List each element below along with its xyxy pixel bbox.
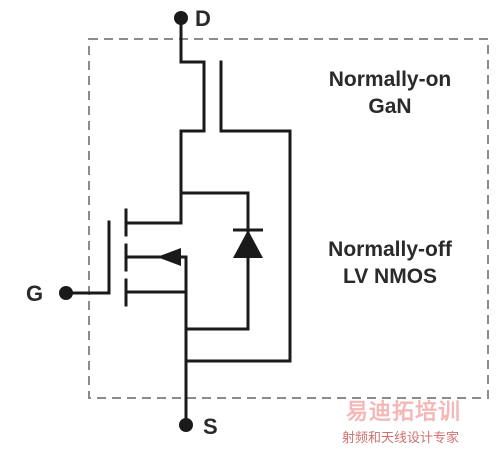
gan-line1: Normally-on [328, 68, 452, 91]
gan-line2: GaN [368, 95, 412, 118]
nmos-source [124, 290, 188, 422]
mid-node-bus [179, 191, 250, 331]
drain-terminal [174, 11, 188, 25]
source-label: S [203, 414, 218, 439]
gan-description: Normally-on GaN [300, 66, 480, 120]
diode-triangle [233, 230, 263, 258]
nmos-line2: LV NMOS [342, 265, 438, 288]
nmos-gate [64, 220, 111, 295]
nmos-description: Normally-off LV NMOS [300, 236, 480, 290]
watermark-tagline: 射频和天线设计专家 [342, 430, 460, 445]
package-boundary [88, 38, 489, 399]
drain-label: D [195, 6, 211, 31]
nmos-drain [124, 191, 183, 225]
nmos-line1: Normally-off [328, 238, 452, 261]
source-terminal [179, 418, 193, 432]
gate-label: G [26, 281, 44, 306]
nmos-body-wire [124, 255, 188, 294]
watermark-brand: 易迪拓培训 [346, 399, 462, 424]
drain-lead [179, 16, 206, 195]
gate-terminal [59, 286, 73, 300]
nmos-body-arrow [157, 248, 181, 266]
gan-gate-loop [184, 60, 292, 363]
